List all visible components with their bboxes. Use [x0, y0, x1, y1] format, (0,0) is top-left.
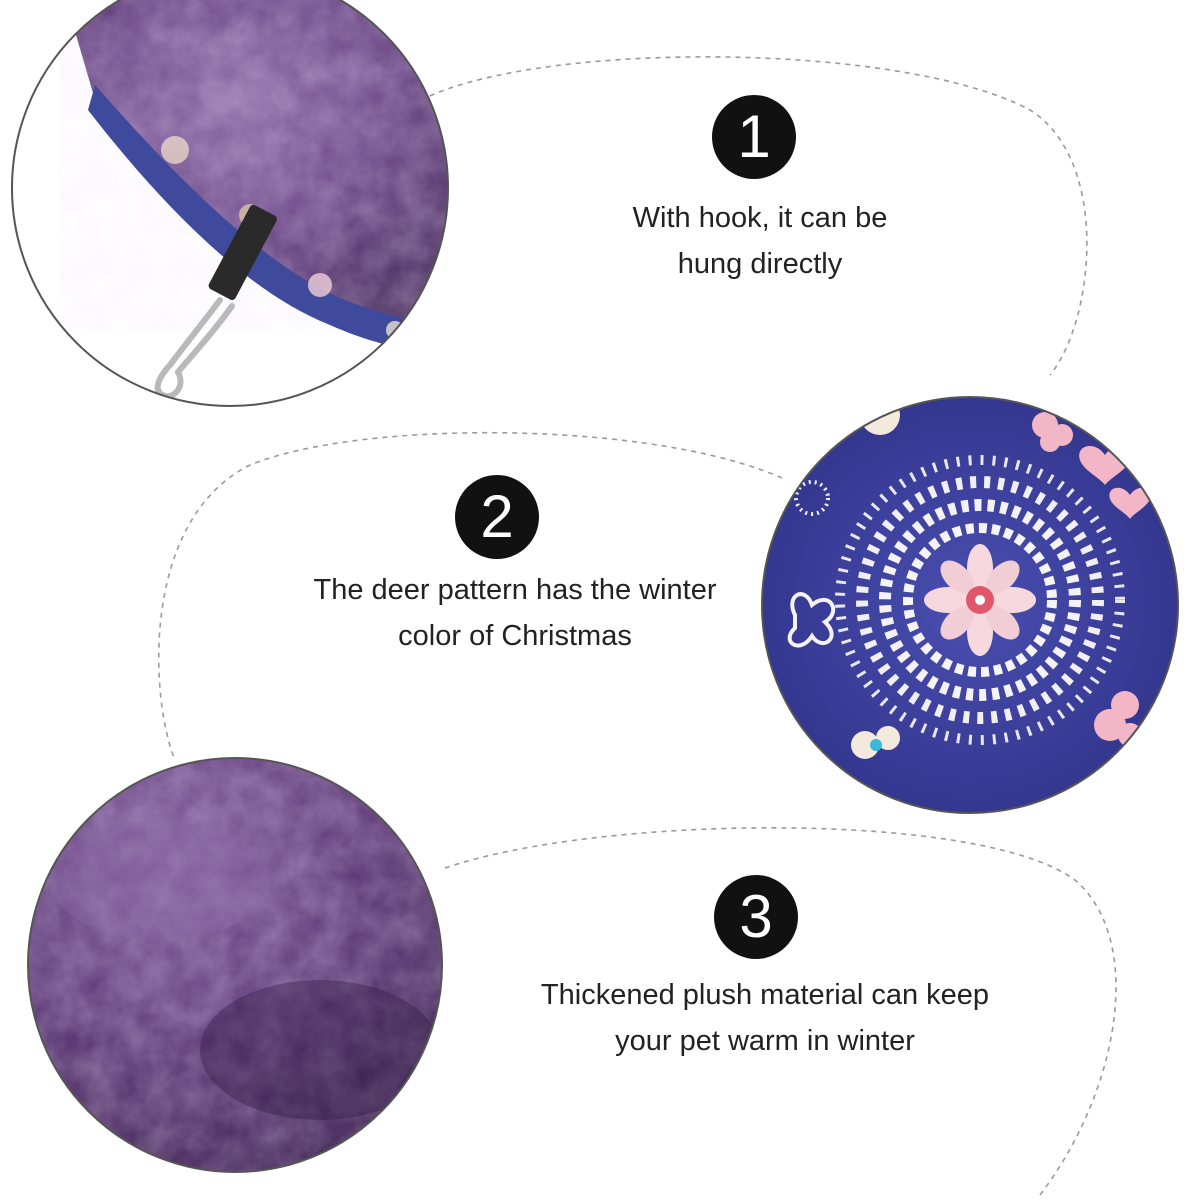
caption-line: hung directly	[677, 248, 843, 280]
caption-line: Thickened plush material can keep	[540, 979, 990, 1011]
hook-photo	[12, 0, 448, 406]
connector-3	[444, 827, 1117, 1196]
pattern-photo	[762, 397, 1178, 813]
step-badge-2: 2	[455, 475, 539, 559]
step-badge-1: 1	[712, 95, 796, 179]
feature-caption-1: With hook, it can be hung directly	[560, 195, 960, 287]
caption-line: The deer pattern has the winter	[313, 574, 717, 606]
plush-photo	[28, 758, 442, 1172]
feature-caption-2: The deer pattern has the winter color of…	[290, 567, 740, 659]
caption-line: With hook, it can be	[632, 202, 888, 234]
caption-line: color of Christmas	[398, 620, 632, 652]
connector-2	[157, 431, 783, 761]
caption-line: your pet warm in winter	[615, 1025, 915, 1057]
connector-1	[411, 56, 1088, 376]
step-badge-3: 3	[714, 875, 798, 959]
dashed-connectors	[157, 56, 1117, 1196]
feature-caption-3: Thickened plush material can keep your p…	[510, 972, 1020, 1064]
